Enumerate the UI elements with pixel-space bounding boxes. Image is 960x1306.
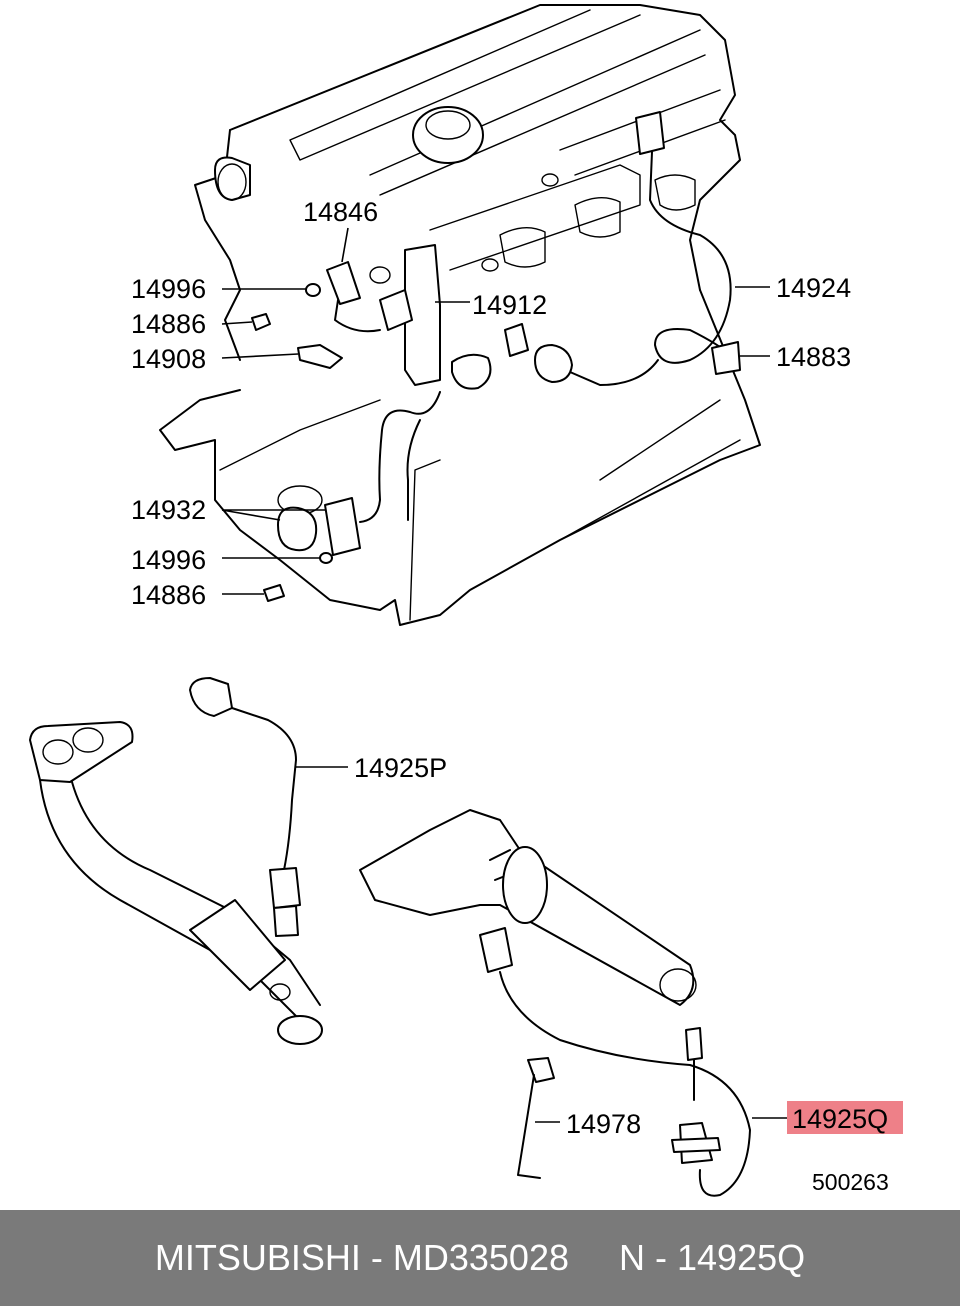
label-14886-bottom[interactable]: 14886 bbox=[131, 580, 206, 610]
label-14925p[interactable]: 14925P bbox=[354, 753, 447, 783]
label-14932[interactable]: 14932 bbox=[131, 495, 206, 525]
highlight-box bbox=[787, 1101, 903, 1134]
o2-sensor-front bbox=[189, 677, 301, 937]
label-14912[interactable]: 14912 bbox=[472, 290, 547, 320]
label-14846[interactable]: 14846 bbox=[303, 197, 378, 227]
label-14996-bottom[interactable]: 14996 bbox=[131, 545, 206, 575]
footer-gap bbox=[569, 1237, 619, 1279]
footer-bar: MITSUBISHI - MD335028 N - 14925Q bbox=[0, 1210, 960, 1306]
label-14978[interactable]: 14978 bbox=[566, 1109, 641, 1139]
footer-separator: - bbox=[360, 1237, 393, 1278]
exhaust-pipe-rear bbox=[359, 809, 751, 1197]
footer-position: N - 14925Q bbox=[619, 1237, 806, 1278]
label-14883[interactable]: 14883 bbox=[776, 342, 851, 372]
footer-part-number: MD335028 bbox=[392, 1237, 569, 1278]
label-14908[interactable]: 14908 bbox=[131, 344, 206, 374]
engine-block bbox=[159, 4, 761, 626]
parts-diagram: 14846 14996 14886 14908 14912 14924 1488… bbox=[29, 4, 903, 1197]
footer-brand: MITSUBISHI bbox=[154, 1237, 361, 1278]
bracket-14978 bbox=[517, 1057, 555, 1179]
label-14925q[interactable]: 14925Q bbox=[792, 1104, 888, 1134]
label-14996-top[interactable]: 14996 bbox=[131, 274, 206, 304]
leader-lines bbox=[221, 227, 790, 1123]
diagram-reference-number: 500263 bbox=[812, 1169, 889, 1195]
label-14886-top[interactable]: 14886 bbox=[131, 309, 206, 339]
label-14924[interactable]: 14924 bbox=[776, 273, 851, 303]
exhaust-manifold bbox=[29, 721, 323, 1045]
